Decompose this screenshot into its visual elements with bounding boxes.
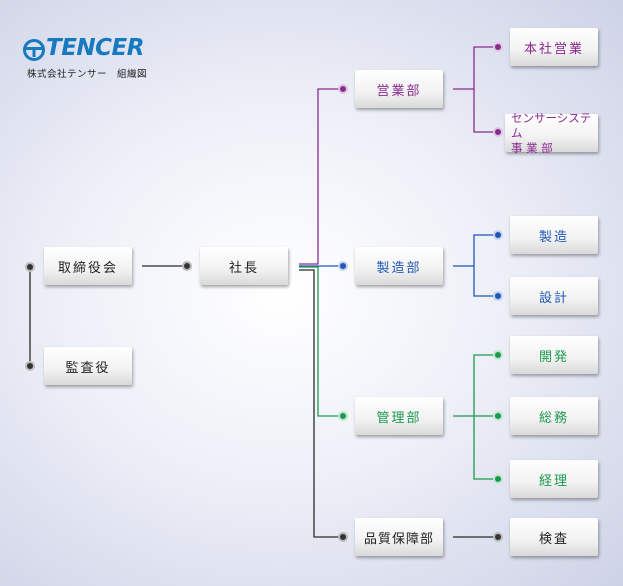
auditor-dot — [25, 361, 35, 371]
node-honsha-sales: 本社営業 — [510, 28, 598, 66]
node-design: 設計 — [510, 277, 598, 315]
node-manufacturing: 製造部 — [355, 247, 443, 285]
inspection-dot — [493, 532, 503, 542]
admin-branch-connector — [473, 354, 498, 480]
design-dot — [493, 291, 503, 301]
manufacturing-dot — [338, 261, 348, 271]
node-auditor: 監査役 — [44, 347, 132, 385]
node-accounting: 経理 — [510, 460, 598, 498]
node-sensor-system: センサーシステム 事 業 部 — [505, 111, 598, 155]
admin-dot — [338, 411, 348, 421]
general-affairs-dot — [493, 411, 503, 421]
logo-subtitle: 株式会社テンサー 組織図 — [27, 69, 148, 80]
node-sensor-system-label: センサーシステム 事 業 部 — [511, 110, 592, 155]
node-inspection: 検査 — [510, 518, 598, 556]
node-sales: 営業部 — [355, 70, 443, 108]
qa-dot — [338, 532, 348, 542]
president-admin-connector — [299, 266, 343, 417]
accounting-dot — [493, 474, 503, 484]
node-general-affairs: 総務 — [510, 397, 598, 435]
sensor-system-dot — [493, 127, 503, 137]
node-production: 製造 — [510, 216, 598, 254]
sales-dot — [338, 84, 348, 94]
president-dot — [182, 261, 192, 271]
node-president: 社長 — [200, 247, 288, 285]
tencer-emblem-icon — [23, 39, 45, 61]
sales-branch-connector — [473, 46, 498, 133]
node-qa: 品質保障部 — [355, 518, 443, 556]
node-board: 取締役会 — [44, 247, 132, 285]
development-dot — [493, 350, 503, 360]
president-qa-connector — [299, 269, 343, 538]
manufacturing-branch-connector — [473, 234, 498, 297]
logo-wordmark: TENCER — [46, 35, 144, 61]
production-dot — [493, 230, 503, 240]
president-sales-connector — [299, 88, 343, 265]
honsha-sales-dot — [493, 42, 503, 52]
board-dot — [25, 262, 35, 272]
node-development: 開発 — [510, 336, 598, 374]
node-admin: 管理部 — [355, 397, 443, 435]
